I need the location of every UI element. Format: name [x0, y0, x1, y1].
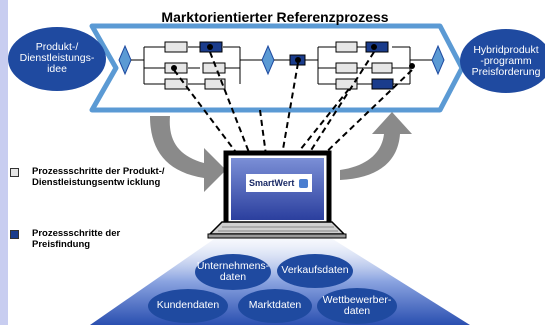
legend-swatch-gray — [10, 168, 19, 177]
data-label-unternehmen: Unternehmens- daten — [196, 260, 270, 283]
data-label-verkauf: Verkaufsdaten — [281, 264, 349, 276]
arrow-up-right — [340, 112, 412, 180]
input-ellipse — [8, 27, 106, 91]
brand-logo-icon — [298, 179, 308, 189]
data-ellipse-markt — [238, 289, 312, 323]
diagram-title: Marktorientierter Referenzprozess — [161, 9, 389, 25]
decision-diamond — [261, 44, 275, 76]
laptop-keyboard — [208, 221, 346, 235]
data-label-markt: Marktdaten — [248, 299, 302, 311]
legend-swatch-blue — [10, 230, 19, 239]
brand-text: SmartWert — [249, 178, 295, 188]
data-ellipse-verkauf — [277, 254, 353, 288]
output-ellipse — [460, 29, 545, 93]
side-bar — [0, 0, 8, 325]
arrow-down-right — [150, 116, 226, 192]
laptop-brand-label: SmartWert — [246, 174, 312, 192]
process-step-gray — [164, 41, 188, 53]
process-step-blue — [371, 78, 394, 90]
input-label: Produkt-/ Dienstleistungs- idee — [19, 41, 95, 75]
process-step-gray — [335, 62, 358, 74]
data-label-wettbewerb: Wettbewerber- daten — [322, 294, 392, 317]
decision-diamond — [431, 44, 445, 76]
decision-diamond — [118, 44, 132, 76]
output-label: Hybridprodukt -programm Preisforderung — [471, 44, 541, 78]
dashed-links — [173, 51, 413, 161]
data-ellipse-unternehmen — [195, 254, 271, 290]
process-step-gray — [164, 78, 188, 90]
data-label-kunden: Kundendaten — [156, 299, 220, 311]
data-ellipse-kunden — [148, 289, 228, 323]
laptop-base — [207, 233, 347, 239]
process-step-gray — [335, 78, 358, 90]
laptop — [207, 150, 347, 239]
process-step-gray — [204, 78, 226, 90]
process-step-gray — [371, 62, 393, 74]
data-ellipse-wettbewerb — [317, 288, 397, 324]
process-step-gray — [335, 41, 358, 53]
process-nodes — [171, 44, 415, 71]
legend-label-product: Prozessschritte der Produkt-/ Dienstleis… — [32, 166, 165, 188]
legend-label-pricing: Prozessschritte der Preisfindung — [32, 228, 121, 250]
